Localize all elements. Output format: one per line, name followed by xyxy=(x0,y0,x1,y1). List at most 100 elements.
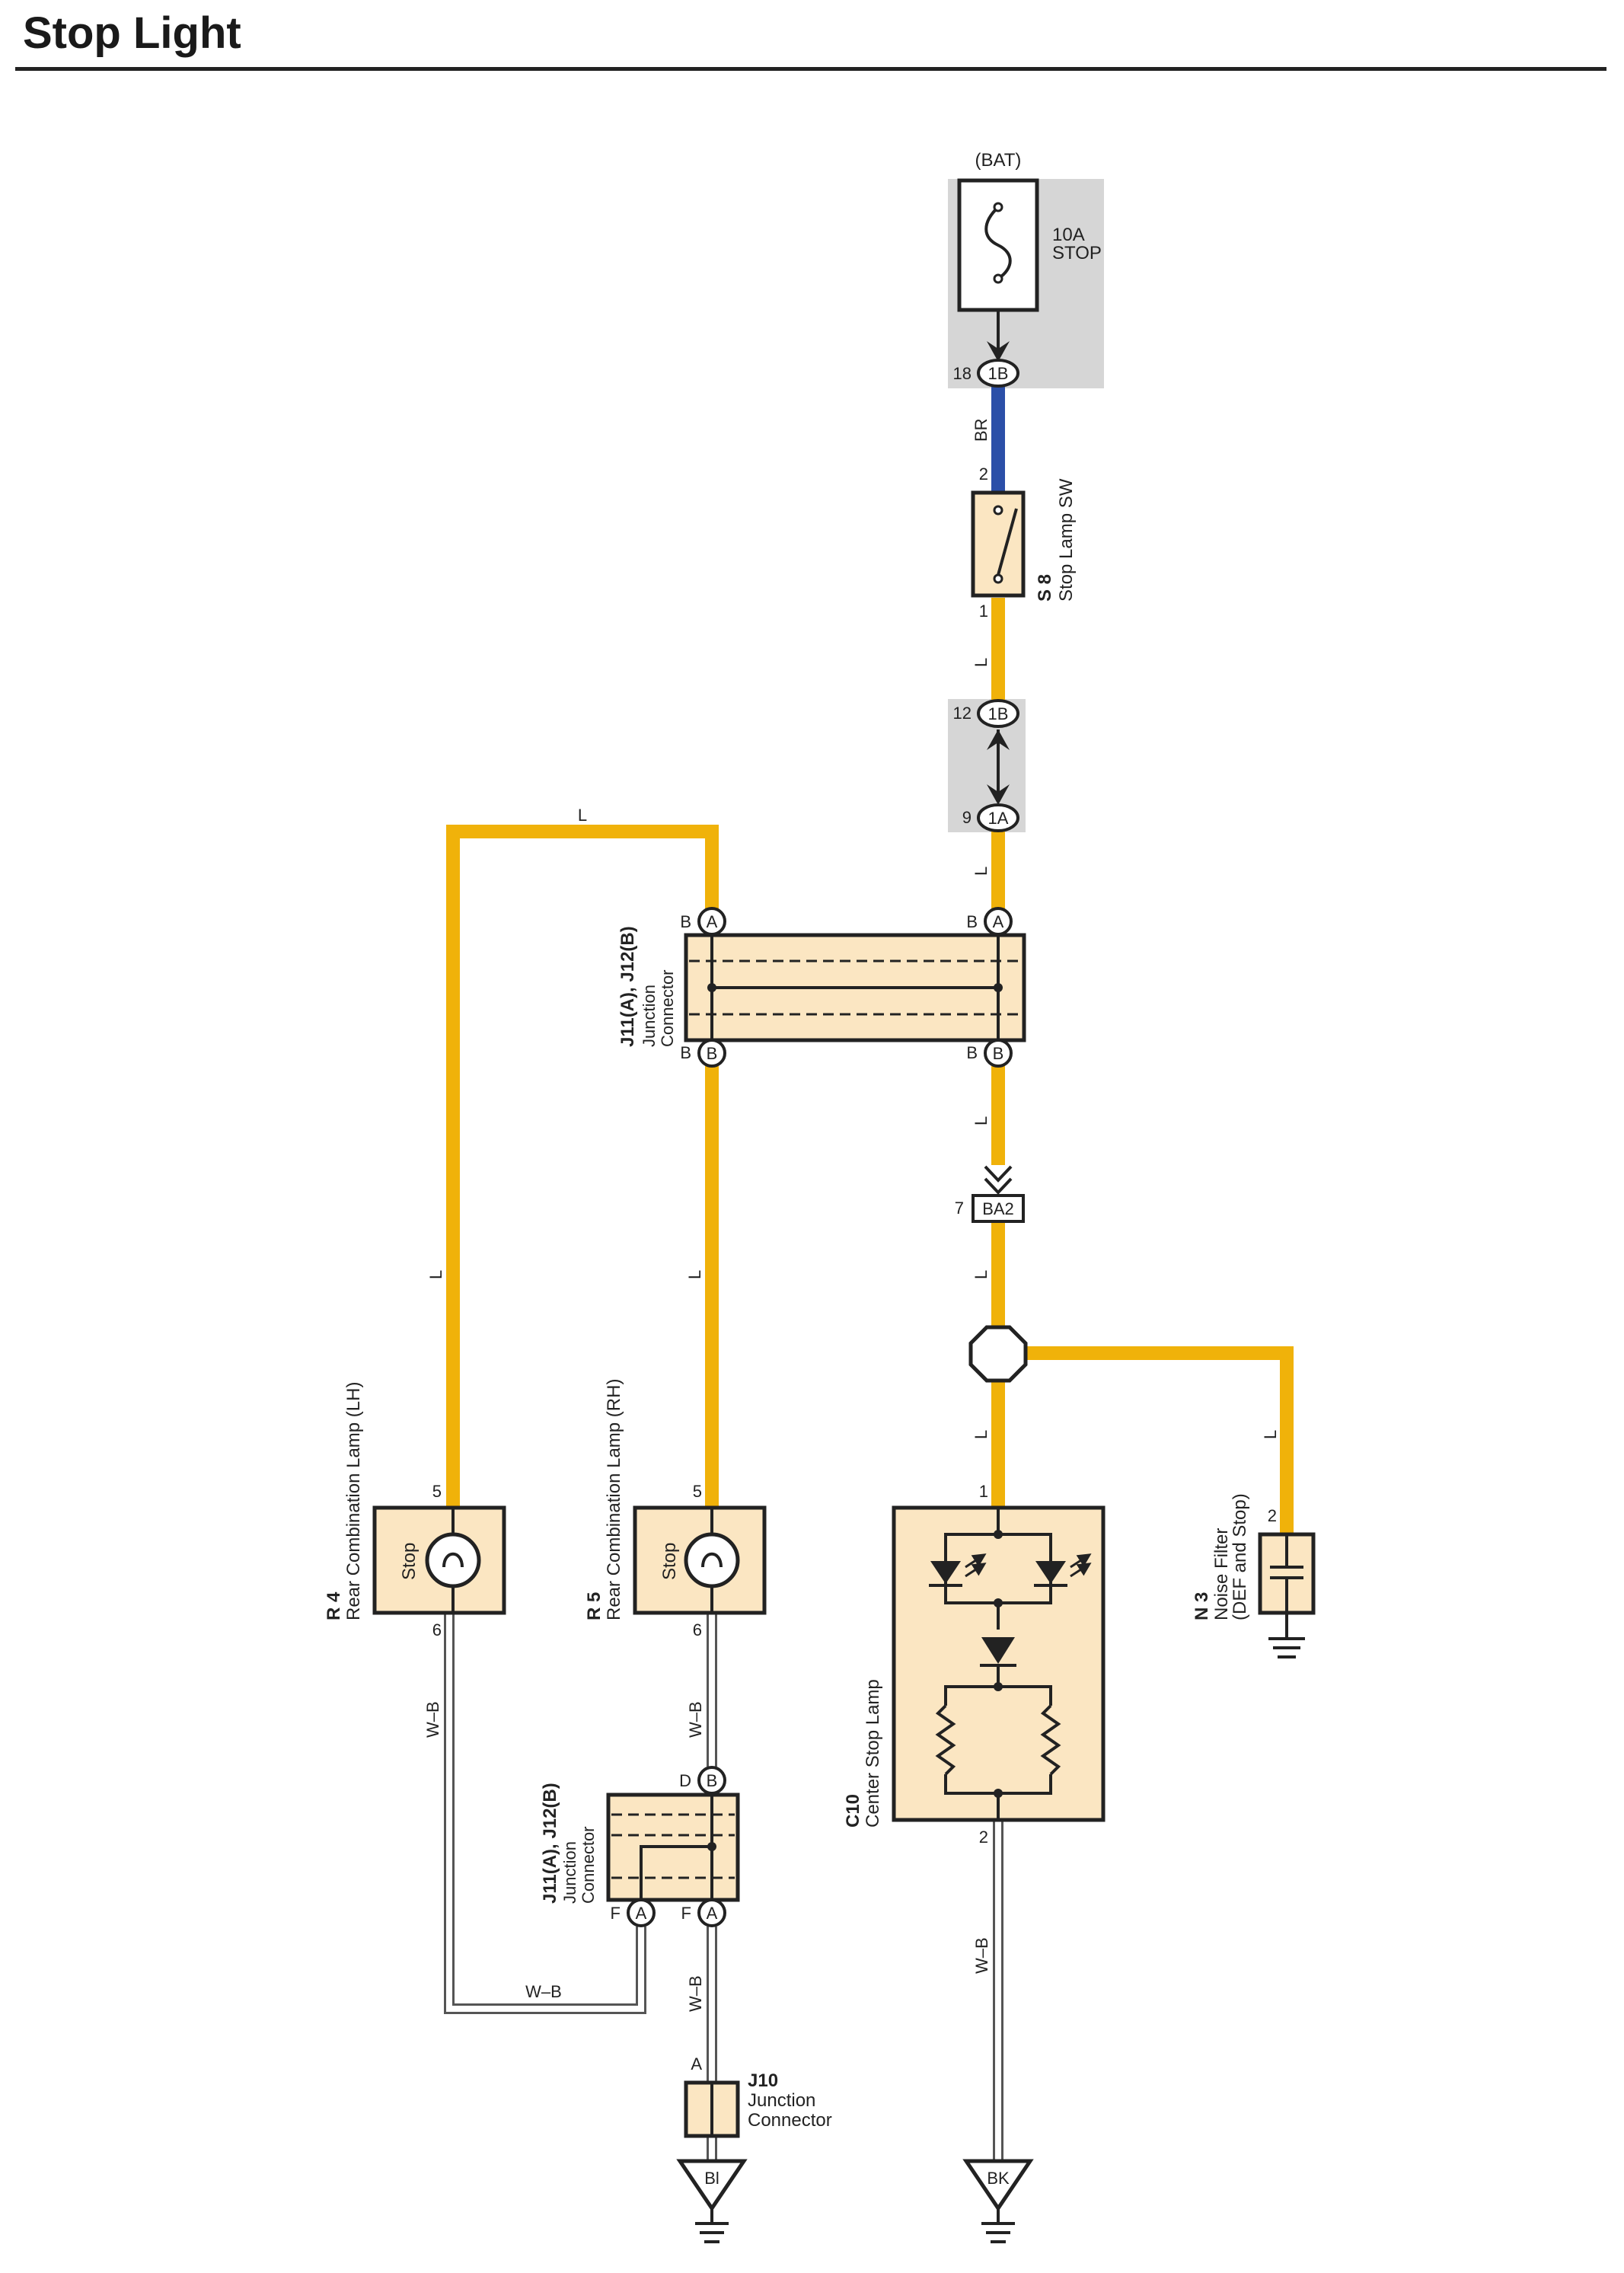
svg-text:B: B xyxy=(707,1771,718,1790)
svg-text:1B: 1B xyxy=(988,704,1009,723)
wire-label-l: L xyxy=(972,658,991,667)
svg-text:Connector: Connector xyxy=(579,1826,598,1904)
svg-text:B: B xyxy=(707,1044,718,1063)
svg-text:Bl: Bl xyxy=(704,2169,719,2188)
svg-text:J10: J10 xyxy=(748,2070,778,2091)
svg-text:Junction: Junction xyxy=(560,1841,579,1904)
svg-text:Stop Lamp SW: Stop Lamp SW xyxy=(1056,478,1077,602)
stop-lamp-switch: 2 1 S 8 Stop Lamp SW xyxy=(971,464,1077,621)
svg-text:18: 18 xyxy=(953,364,972,383)
svg-text:S 8: S 8 xyxy=(1035,574,1055,602)
wire-label-wb: W–B xyxy=(423,1701,442,1738)
svg-text:Rear Combination Lamp (LH): Rear Combination Lamp (LH) xyxy=(343,1382,364,1620)
resistor-right-icon xyxy=(1040,1704,1061,1776)
svg-text:Center Stop Lamp: Center Stop Lamp xyxy=(863,1679,883,1828)
wire-label-l: L xyxy=(1261,1430,1280,1439)
wire-splice-to-noise xyxy=(1024,1346,1294,1534)
svg-text:C10: C10 xyxy=(843,1794,863,1828)
svg-text:BK: BK xyxy=(987,2169,1010,2188)
svg-text:(BAT): (BAT) xyxy=(975,150,1022,171)
svg-text:B: B xyxy=(966,912,978,931)
wire-label-br: BR xyxy=(972,418,991,442)
splice-point xyxy=(968,1325,1028,1383)
wire-label-l: L xyxy=(685,1270,704,1279)
svg-text:Stop: Stop xyxy=(399,1543,420,1580)
wire-label-l: L xyxy=(972,1116,991,1125)
svg-text:Stop: Stop xyxy=(659,1543,680,1580)
svg-text:9: 9 xyxy=(962,808,972,827)
wire-label-l: L xyxy=(426,1270,445,1279)
resistor-left-icon xyxy=(935,1704,956,1776)
wire-group-wb xyxy=(444,1613,1003,2161)
svg-text:J11(A), J12(B): J11(A), J12(B) xyxy=(540,1783,560,1904)
noise-filter: 2 N 3 Noise Filter (DEF and Stop) xyxy=(1192,1493,1316,1658)
svg-text:A: A xyxy=(707,912,718,931)
svg-text:N 3: N 3 xyxy=(1192,1592,1212,1620)
led-right-icon xyxy=(1034,1553,1092,1587)
svg-text:A: A xyxy=(707,1904,718,1923)
svg-text:6: 6 xyxy=(432,1620,442,1639)
svg-text:Connector: Connector xyxy=(658,969,677,1047)
svg-text:10A: 10A xyxy=(1052,225,1085,245)
svg-text:B: B xyxy=(680,1043,691,1062)
svg-text:D: D xyxy=(679,1771,691,1790)
wire-label-l: L xyxy=(972,1430,991,1439)
svg-text:STOP: STOP xyxy=(1052,243,1102,263)
svg-text:R 4: R 4 xyxy=(324,1591,344,1620)
svg-text:F: F xyxy=(681,1904,691,1923)
ground-bl: Bl xyxy=(676,2159,748,2243)
svg-text:2: 2 xyxy=(979,464,988,484)
ground-bk: BK xyxy=(962,2159,1034,2243)
svg-text:Rear Combination Lamp (RH): Rear Combination Lamp (RH) xyxy=(604,1379,624,1620)
svg-text:Junction: Junction xyxy=(748,2090,815,2111)
svg-text:1: 1 xyxy=(979,602,988,621)
rear-lamp-rh: 5 Stop 6 R 5 Rear Combination Lamp (RH) xyxy=(584,1379,767,1639)
svg-text:BA2: BA2 xyxy=(982,1199,1014,1218)
junction-connector-j10: A J10 Junction Connector xyxy=(684,2054,832,2138)
svg-text:2: 2 xyxy=(979,1828,988,1847)
svg-text:F: F xyxy=(611,1904,621,1923)
wire-label-l: L xyxy=(972,867,991,876)
svg-text:Junction: Junction xyxy=(640,985,659,1047)
wire-label-wb: W–B xyxy=(686,1975,705,2012)
svg-text:Noise Filter: Noise Filter xyxy=(1211,1528,1232,1620)
svg-text:A: A xyxy=(691,2054,702,2073)
rear-lamp-lh: 5 Stop 6 R 4 Rear Combination Lamp (LH) xyxy=(324,1382,506,1639)
junction-connector-lower: D B F A F A J11(A), J12(B) Junction Conn… xyxy=(540,1766,740,1927)
svg-text:B: B xyxy=(680,912,691,931)
svg-text:1: 1 xyxy=(979,1482,988,1501)
svg-text:(DEF and Stop): (DEF and Stop) xyxy=(1230,1493,1250,1620)
svg-text:R 5: R 5 xyxy=(584,1592,605,1620)
led-left-icon xyxy=(929,1553,987,1587)
svg-text:5: 5 xyxy=(693,1482,702,1501)
svg-text:1A: 1A xyxy=(988,809,1009,828)
wire-label-l: L xyxy=(972,1270,991,1279)
wire-labels: BR L L L L L L L L L W–B W–B W–B W–B W–B xyxy=(423,418,1280,2012)
wire-label-wb: W–B xyxy=(686,1701,705,1738)
svg-text:A: A xyxy=(636,1904,647,1923)
junction-connector-upper: B A B A B B B B J11(A), J12(B) Junction … xyxy=(617,907,1026,1068)
wire-group-l xyxy=(446,598,1294,1534)
svg-text:12: 12 xyxy=(953,704,972,723)
wire-label-wb: W–B xyxy=(525,1982,562,2001)
wire-label-wb: W–B xyxy=(972,1937,991,1974)
center-stop-lamp: 1 xyxy=(843,1482,1106,1847)
svg-text:5: 5 xyxy=(432,1482,442,1501)
svg-text:A: A xyxy=(993,912,1004,931)
title-divider xyxy=(15,67,1606,71)
svg-text:7: 7 xyxy=(955,1199,964,1218)
svg-text:J11(A), J12(B): J11(A), J12(B) xyxy=(617,926,638,1047)
svg-text:1B: 1B xyxy=(988,364,1009,383)
page-title: Stop Light xyxy=(23,8,241,58)
fuse-10a-stop: (BAT) 10A STOP 18 1B xyxy=(953,150,1102,388)
svg-text:B: B xyxy=(993,1044,1004,1063)
wire-label-l: L xyxy=(578,806,587,825)
wire-top-loop xyxy=(446,825,719,1508)
svg-text:Connector: Connector xyxy=(748,2110,832,2131)
svg-text:6: 6 xyxy=(693,1620,702,1639)
svg-text:2: 2 xyxy=(1268,1506,1277,1525)
junction-block: 12 1B 9 1A xyxy=(953,699,1019,832)
svg-text:B: B xyxy=(966,1043,978,1062)
connector-ba2: 7 BA2 xyxy=(955,1165,1025,1223)
